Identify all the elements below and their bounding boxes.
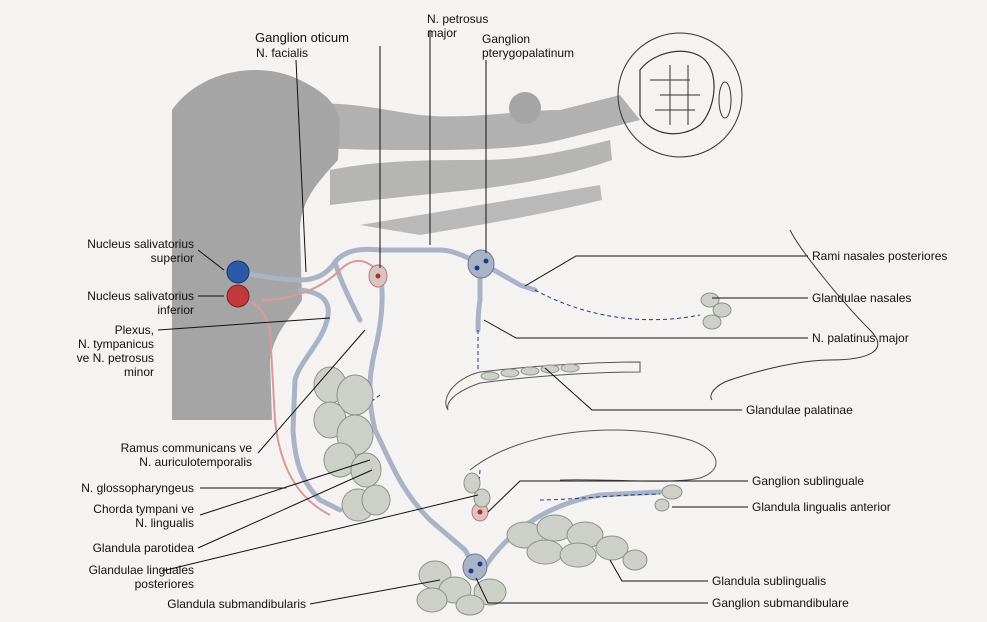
label-n-palatinus-major: N. palatinus major xyxy=(812,331,909,345)
label-ramus-communicans-2: N. auriculotemporalis xyxy=(139,455,252,469)
label-ramus-communicans-1: Ramus communicans ve xyxy=(121,441,252,455)
label-n-glossopharyngeus: N. glossopharyngeus xyxy=(81,481,194,495)
label-plexus-3: ve N. petrosus xyxy=(77,351,154,365)
label-ganglion-submandibulare: Ganglion submandibulare xyxy=(712,596,849,610)
label-glandulae-palatinae: Glandulae palatinae xyxy=(746,403,853,417)
label-plexus-2: N. tympanicus xyxy=(78,337,154,351)
label-n-facialis: N. facialis xyxy=(256,46,308,60)
nucleus-salivatorius-inferior xyxy=(227,285,249,307)
label-glandula-parotidea: Glandula parotidea xyxy=(93,541,194,555)
label-ganglion-oticum: Ganglion oticum xyxy=(255,31,349,45)
label-rami-nasales-posteriores: Rami nasales posteriores xyxy=(812,249,947,263)
label-ganglion-pterygopalatinum-2: pterygopalatinum xyxy=(482,46,574,60)
ganglion-pterygopalatinum xyxy=(468,250,494,278)
label-glandula-lingualis-anterior: Glandula lingualis anterior xyxy=(752,500,891,514)
label-glandula-submandibularis: Glandula submandibularis xyxy=(167,597,306,611)
ganglion-oticum xyxy=(369,265,387,287)
label-n-petrosus-major-2: major xyxy=(427,26,457,40)
label-nucleus-salivatorius-inferior-1: Nucleus salivatorius xyxy=(87,289,194,303)
label-ganglion-pterygopalatinum-1: Ganglion xyxy=(482,32,530,46)
label-plexus-1: Plexus, xyxy=(115,323,154,337)
label-ganglion-sublinguale: Ganglion sublinguale xyxy=(752,474,864,488)
label-chorda-tympani-1: Chorda tympani ve xyxy=(93,502,194,516)
label-nucleus-salivatorius-superior-2: superior xyxy=(151,251,194,265)
label-glandulae-nasales: Glandulae nasales xyxy=(812,291,911,305)
label-glandulae-linguales-posteriores-2: posteriores xyxy=(135,577,194,591)
label-glandulae-linguales-posteriores-1: Glandulae linguales xyxy=(89,563,194,577)
label-nucleus-salivatorius-inferior-2: inferior xyxy=(157,303,194,317)
label-plexus-4: minor xyxy=(124,365,154,379)
ganglion-submandibulare xyxy=(463,554,487,580)
label-n-petrosus-major-1: N. petrosus xyxy=(427,12,488,26)
label-glandula-sublingualis: Glandula sublingualis xyxy=(712,574,826,588)
nucleus-salivatorius-superior xyxy=(227,261,249,283)
label-chorda-tympani-2: N. lingualis xyxy=(135,516,194,530)
label-nucleus-salivatorius-superior-1: Nucleus salivatorius xyxy=(87,237,194,251)
